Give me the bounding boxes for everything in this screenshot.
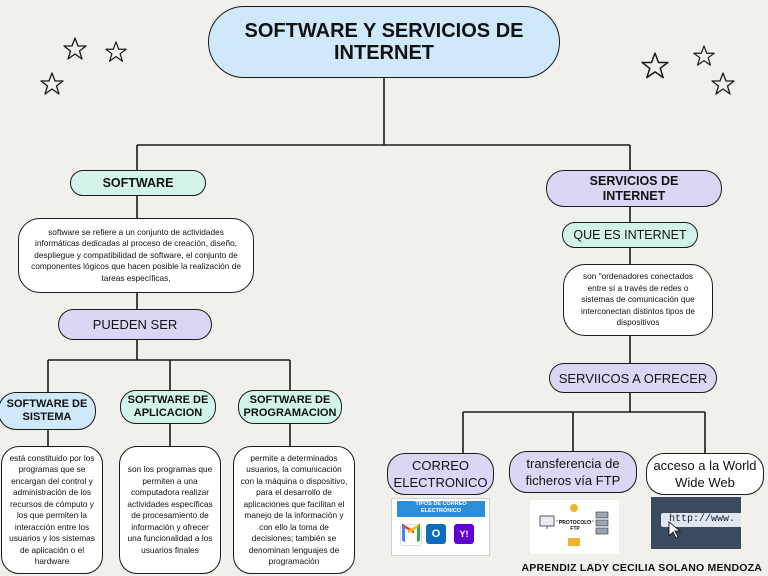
software-sistema-node: SOFTWARE DE SISTEMA [0, 392, 96, 430]
ftp-protocol-image: PROTOCOLO FTP [530, 500, 619, 554]
email-types-image: TIPOS DE CORREO ELECTRÓNICO O Y! [391, 498, 490, 556]
star-icon [641, 52, 669, 79]
www-image: http://www. [651, 497, 741, 549]
www-node: acceso a la World Wide Web [646, 453, 764, 495]
star-icon [105, 41, 127, 62]
yahoo-icon: Y! [454, 524, 474, 544]
url-bar: http://www. [661, 513, 741, 527]
servicios-internet-node: SERVICIOS DE INTERNET [546, 170, 722, 207]
email-types-caption: TIPOS DE CORREO ELECTRÓNICO [397, 501, 485, 517]
gmail-icon [400, 524, 422, 546]
author-footer: APRENDIZ LADY CECILIA SOLANO MENDOZA [521, 562, 762, 574]
servicios-ofrecer-node: SERVIICOS A OFRECER [549, 363, 717, 393]
outlook-icon: O [426, 524, 446, 544]
software-aplicacion-description: son los programas que permiten a una com… [119, 446, 221, 574]
software-description: software se refiere a un conjunto de act… [18, 218, 254, 293]
main-title: SOFTWARE Y SERVICIOS DE INTERNET [208, 6, 560, 78]
pueden-ser-node: PUEDEN SER [58, 309, 212, 340]
software-aplicacion-node: SOFTWARE DE APLICACION [120, 390, 216, 424]
ftp-node: transferencia de ficheros vía FTP [509, 451, 637, 493]
que-es-internet-node: QUE ES INTERNET [562, 222, 698, 248]
software-programacion-description: permite a determinados usuarios, la comu… [233, 446, 355, 574]
software-sistema-description: está constituido por los programas que s… [1, 446, 103, 574]
star-icon [40, 72, 64, 95]
internet-description: son "ordenadores conectados entre sí a t… [563, 264, 713, 336]
cursor-icon [668, 521, 681, 539]
correo-electronico-node: CORREO ELECTRONICO [387, 453, 494, 495]
software-node: SOFTWARE [70, 170, 206, 196]
star-icon [711, 72, 735, 95]
star-icon [63, 37, 87, 60]
ftp-diagram-icon [539, 504, 609, 546]
star-icon [693, 45, 715, 66]
software-programacion-node: SOFTWARE DE PROGRAMACION [238, 390, 342, 424]
ftp-caption: PROTOCOLO FTP [558, 520, 592, 532]
